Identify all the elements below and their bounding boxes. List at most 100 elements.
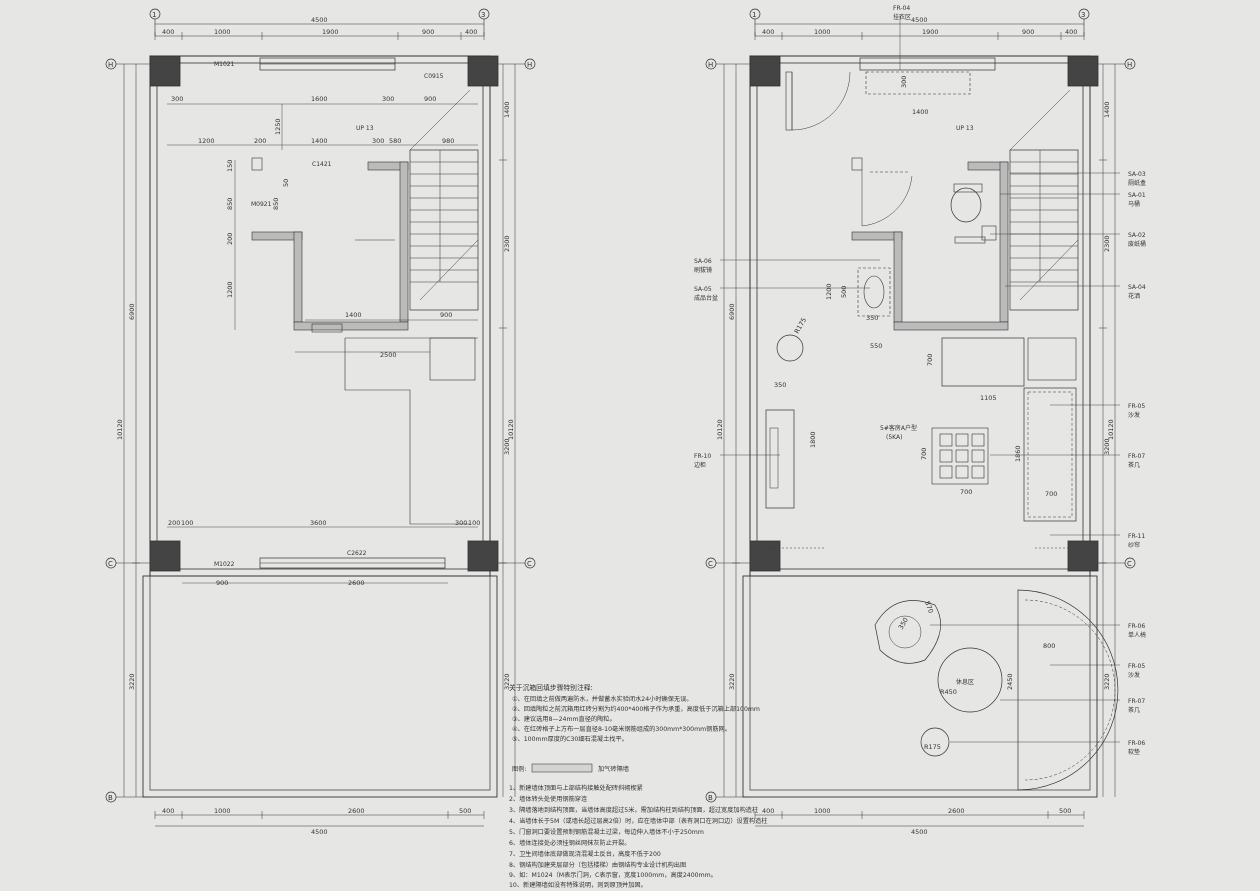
door-label: M1022 [214,561,235,568]
dim-internal: 1105 [980,394,997,402]
stair-label: UP 13 [356,125,374,132]
dim-internal: 900 [440,311,452,319]
grid-bubble-1 [749,8,761,20]
note-list-item: 5、门窗洞口要设置预制钢筋混凝土过梁，每边伸入墙体不小于250mm [509,828,704,836]
window-label: C0915 [424,73,444,80]
dim-total: 4500 [311,828,328,836]
tag-code: FR-10 [694,453,711,460]
dim-internal: 1200 [198,137,215,145]
dim-internal: 700 [1045,490,1057,498]
tag-text: 成品台盆 [694,294,718,302]
dim-internal: 2600 [348,579,365,587]
tag-code: SA-01 [1128,192,1146,199]
dim-internal: 870 [923,600,935,614]
grid-label: 1 [752,11,756,19]
dim-segment: 400 [1065,28,1077,36]
tag-code: SA-02 [1128,232,1146,239]
note-list-item: 4、当墙体长于5M（或墙长超过层高2倍）时，应在墙体中部（表有洞口在洞口边）设置… [509,817,767,825]
dim-total: 4500 [911,16,928,24]
room-code: (5KA) [886,434,902,441]
dim-segment: 900 [422,28,434,36]
dim-internal: 980 [442,137,454,145]
dim-internal: 1400 [345,311,362,319]
dim-internal: 1250 [274,118,282,135]
sofa [1023,387,1077,522]
dim-internal: 700 [926,354,934,366]
dim-internal: 1200 [825,283,833,300]
dim-internal: 1600 [311,95,328,103]
tag-text: 花洒 [1128,292,1140,300]
dim-internal: 100 [181,519,193,527]
column [149,540,181,572]
grid-label: C [708,560,713,568]
dim-internal: 150 [226,160,234,172]
dim-internal: 700 [920,448,928,460]
notes-block: 关于沉箱回填步骤特别注释: ①、在回填之前做两遍防水，并做蓄水实验闭水24小时确… [509,683,767,889]
column [749,55,781,87]
tag-text: 废纸桶 [1128,240,1146,248]
tag-text: 厕纸盒 [1128,179,1146,187]
cushion [920,727,950,757]
tag-text: 刷拔镜 [694,266,712,274]
dim-segment: 500 [1059,807,1071,815]
tag-text: 茶几 [1128,461,1140,469]
dim-internal: 580 [389,137,401,145]
dim-segment: 400 [465,28,477,36]
dim-segment: 1000 [814,807,831,815]
tag-text: 挂衣区 [893,13,911,21]
column [467,55,499,87]
note-list-item: 1、新建墙体顶面与上部结构接触处配砖斜砌楔紧 [509,784,643,792]
grid-label: H [708,61,713,69]
legend-text: 加气砖隔墙 [598,765,629,773]
dim-vertical: 6900 [728,303,736,320]
grid-label: C [1127,560,1132,568]
dim-internal: 300 [455,519,467,527]
tag-code: SA-04 [1128,284,1146,291]
grid-label: C [108,560,113,568]
dim-segment: 400 [162,28,174,36]
note-list-item: 3、隔墙落地到结构顶面，当墙体高度超过5米，需加结构柱到结构顶面，超过宽度加构造… [509,806,758,814]
notes-title: 关于沉箱回填步骤特别注释: [509,683,593,692]
dim-vertical: 3200 [503,438,511,455]
door-label: M1021 [214,61,235,68]
tag-code: FR-07 [1128,698,1145,705]
dim-internal: 900 [216,579,228,587]
dim-internal: 2500 [380,351,397,359]
dim-vertical: 3220 [728,673,736,690]
dim-vertical: 2300 [503,235,511,252]
toilet [950,187,982,223]
tag-text: 单人椅 [1128,631,1146,639]
grid-label: B [108,794,113,802]
dim-internal: R450 [940,688,957,696]
dim-segment: 900 [1022,28,1034,36]
left-plan [105,8,536,827]
lounge-chair [874,600,941,664]
dim-internal: 1860 [1014,445,1022,462]
room-label: 5#客房A户型 [880,424,917,432]
dim-segment: 400 [162,807,174,815]
dim-internal: 1400 [311,137,328,145]
legend-swatch [531,763,593,773]
dim-internal: 1800 [809,431,817,448]
dim-segment: 1000 [814,28,831,36]
dim-internal: 850 [272,198,280,210]
dim-vertical: 3220 [1103,673,1111,690]
round-table [776,334,804,362]
right-plan [705,8,1136,827]
grid-bubble-3 [478,8,490,20]
note-item: ①、在回填之前做两遍防水，并做蓄水实验闭水24小时确保无误。 [512,695,692,703]
dim-internal: 100 [468,519,480,527]
tag-text: 茶几 [1128,706,1140,714]
dim-internal: 300 [900,76,908,88]
dim-internal: R175 [924,743,941,751]
dim-segment: 400 [762,28,774,36]
basin [857,267,891,317]
note-item: ④、在红砖格子上方布一层直径8-10毫米钢筋组成的300mm*300mm钢筋网。 [512,725,731,733]
dim-segment: 400 [762,807,774,815]
dim-internal: 800 [1043,642,1055,650]
tag-text: 纱帘 [1128,541,1140,549]
note-item: ②、回填陶粒之前沉箱用红砖分割为约400*400格子作为承重，高度低于沉箱上部1… [512,705,760,713]
tag-code: FR-05 [1128,663,1145,670]
dim-internal: 350 [897,616,910,631]
